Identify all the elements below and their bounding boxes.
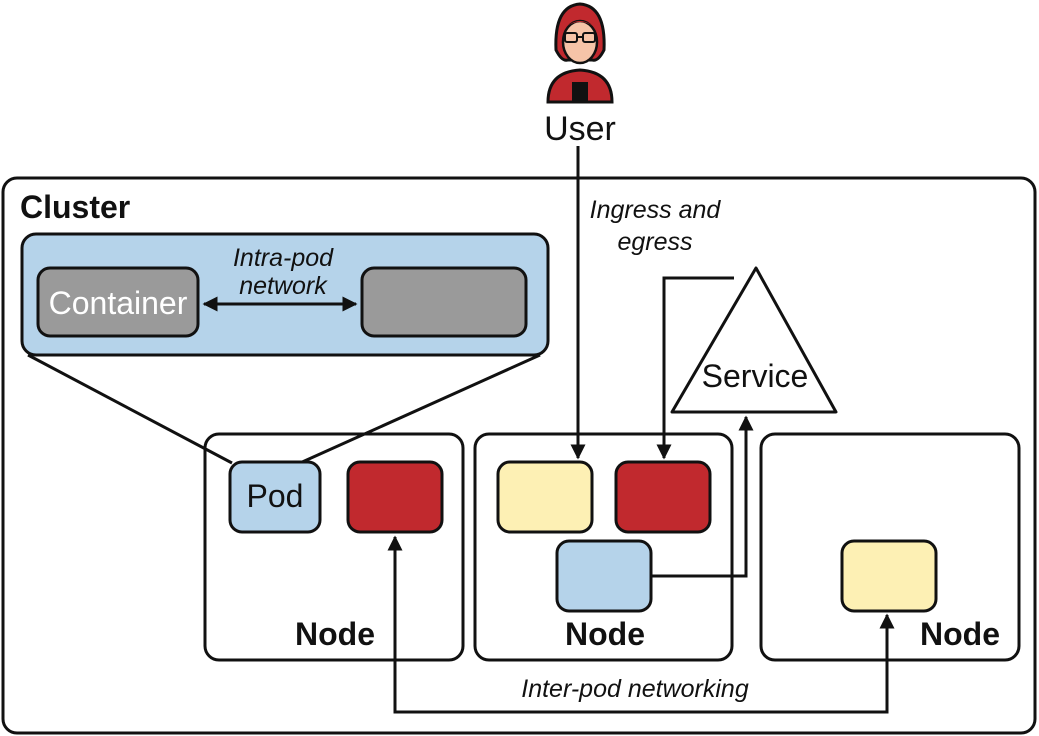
intra-pod-label-line1: Intra-pod (233, 244, 334, 272)
pod-red-node2[interactable] (614, 460, 712, 534)
pod-blue-node1[interactable] (228, 460, 322, 534)
pod-yellow-node2[interactable] (496, 460, 594, 534)
user-label: User (544, 110, 616, 148)
inter-pod-label: Inter-pod networking (521, 675, 749, 703)
inter-pod-arrow (387, 535, 895, 714)
container-box-2[interactable] (360, 266, 528, 338)
node-label-2: Node (565, 616, 645, 652)
pod-label: Pod (247, 478, 304, 514)
cluster-label: Cluster (20, 189, 130, 225)
ingress-label-line1: Ingress and (590, 196, 722, 224)
container-box[interactable] (36, 266, 200, 338)
pod-blue-node2[interactable] (555, 539, 653, 613)
pod-red-node1[interactable] (346, 460, 444, 534)
service-triangle[interactable] (670, 266, 838, 414)
node-label-3: Node (920, 616, 1000, 652)
intra-pod-label-line2: network (239, 272, 328, 300)
zoom-line-left (27, 353, 233, 465)
service-to-pod-arrow (656, 276, 734, 460)
zoom-line-right (299, 353, 541, 465)
node-label-1: Node (295, 616, 375, 652)
ingress-label-line2: egress (617, 228, 692, 256)
user-avatar-icon (546, 2, 614, 104)
cluster-box (1, 176, 1037, 735)
pod-yellow-node3[interactable] (840, 539, 938, 613)
service-label: Service (702, 358, 809, 394)
container-label: Container (49, 285, 188, 321)
